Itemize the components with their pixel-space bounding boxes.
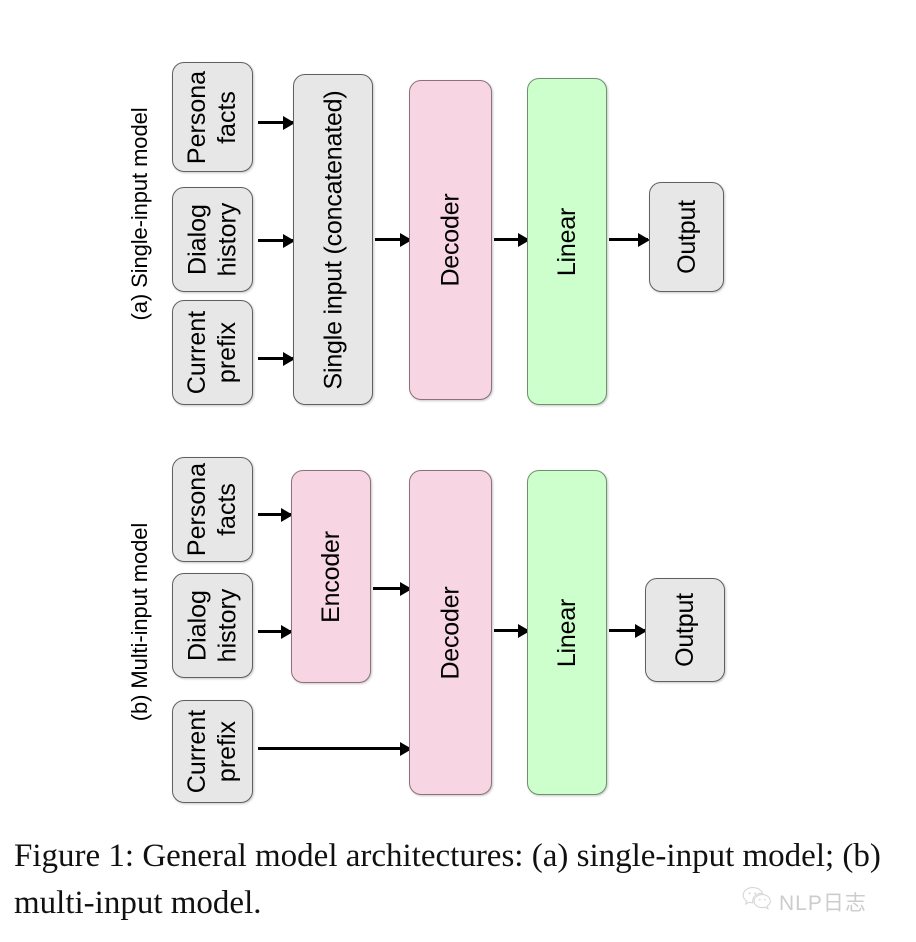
panel-b-input-persona-facts-label: Persona facts (183, 462, 241, 557)
panel-a-block-single-input-label: Single input (concatenated) (319, 90, 348, 389)
panel-b-block-linear: Linear (527, 470, 607, 795)
panel-b-input-current-prefix-label: Current prefix (183, 709, 241, 794)
panel-b-arrow-persona-to-encoder (258, 513, 291, 516)
panel-b-input-dialog-history-label: Dialog history (182, 588, 241, 663)
panel-b-label-text: (b) Multi-input model (127, 522, 152, 722)
panel-b-block-linear-label: Linear (552, 598, 581, 667)
panel-b-block-decoder-label: Decoder (436, 585, 465, 680)
panel-a-block-linear-label: Linear (552, 207, 581, 276)
panel-a-block-decoder: Decoder (409, 80, 492, 400)
panel-b-label: (b) Multi-input model (118, 523, 162, 721)
panel-a-arrow-persona-to-singleinput (258, 121, 293, 124)
panel-a-label-text: (a) Single-input model (127, 107, 152, 321)
panel-b-block-output: Output (645, 578, 725, 682)
panel-a-block-linear: Linear (527, 78, 607, 405)
panel-b-arrow-prefix-to-decoder (258, 747, 410, 750)
panel-b-arrow-dialog-to-encoder (258, 630, 291, 633)
panel-a-block-single-input: Single input (concatenated) (293, 74, 373, 405)
panel-b-arrow-encoder-to-decoder (373, 587, 410, 590)
panel-a-arrow-linear-to-output (609, 238, 648, 241)
panel-a-input-dialog-history-label: Dialog history (182, 202, 241, 277)
panel-a-arrow-prefix-to-singleinput (258, 357, 293, 360)
panel-b-arrow-linear-to-output (609, 629, 645, 632)
panel-b-input-dialog-history: Dialog history (172, 573, 253, 678)
panel-a-input-current-prefix: Current prefix (172, 300, 253, 405)
panel-a-arrow-decoder-to-linear (494, 238, 528, 241)
panel-a-input-persona-facts-label: Persona facts (183, 70, 241, 164)
panel-a-label: (a) Single-input model (118, 107, 162, 320)
panel-a-block-decoder-label: Decoder (436, 193, 465, 287)
panel-b-input-current-prefix: Current prefix (172, 700, 253, 803)
panel-a-block-output-label: Output (672, 200, 701, 274)
panel-b-block-output-label: Output (670, 593, 699, 667)
panel-a-block-output: Output (649, 182, 724, 292)
panel-a-arrow-singleinput-to-decoder (375, 238, 410, 241)
panel-b-block-decoder: Decoder (409, 470, 492, 795)
panel-b-block-encoder-label: Encoder (317, 530, 345, 623)
watermark-text: NLP日志 (779, 891, 867, 915)
panel-b-block-encoder: Encoder (291, 470, 371, 683)
panel-b-arrow-decoder-to-linear (494, 629, 528, 632)
watermark: NLP日志 (742, 886, 867, 917)
panel-a-input-persona-facts: Persona facts (172, 62, 253, 172)
panel-a-input-current-prefix-label: Current prefix (183, 310, 241, 395)
wechat-icon (742, 886, 772, 917)
panel-b-input-persona-facts: Persona facts (172, 457, 253, 562)
figure-caption: Figure 1: General model architectures: (… (14, 838, 881, 921)
panel-a-input-dialog-history: Dialog history (172, 187, 253, 292)
panel-a-arrow-dialog-to-singleinput (258, 239, 293, 242)
